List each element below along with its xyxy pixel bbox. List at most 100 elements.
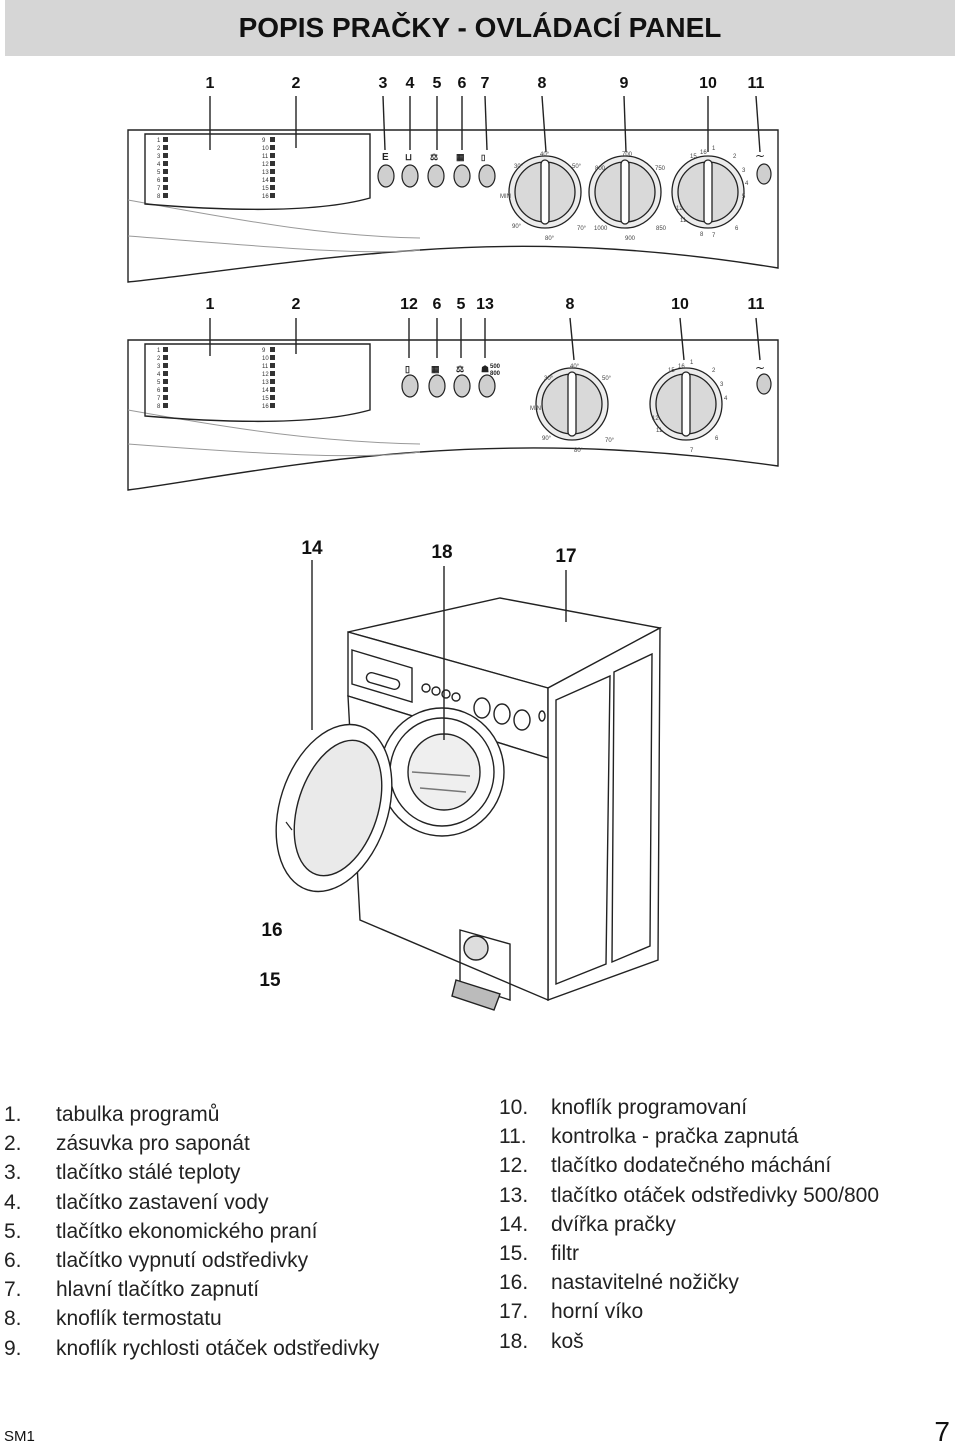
svg-text:▦: ▦ [456,152,465,162]
svg-text:16: 16 [262,194,269,200]
legend-text: hlavní tlačítko zapnutí [56,1278,260,1302]
svg-text:15: 15 [690,154,697,160]
svg-text:1: 1 [157,138,161,144]
svg-text:12: 12 [262,372,269,378]
callout-filter: 15 [259,970,281,991]
spin-off-button[interactable] [428,374,446,398]
svg-text:⚖: ⚖ [430,152,438,162]
legend-item: 10.knoflík programovaní [499,1093,879,1122]
svg-text:6: 6 [157,388,161,394]
legend-text: knoflík rychlosti otáček odstředivky [56,1336,380,1360]
svg-text:7: 7 [690,448,694,454]
filter[interactable] [463,935,489,961]
page-title: POPIS PRAČKY - OVLÁDACÍ PANEL [238,12,722,43]
svg-text:90°: 90° [542,436,552,442]
constant-temp-button[interactable] [377,164,395,188]
svg-text:▯: ▯ [481,153,485,162]
callout-8: 8 [565,296,575,313]
spin-off-button[interactable] [453,164,471,188]
svg-text:900: 900 [625,236,636,242]
svg-text:12: 12 [262,162,269,168]
svg-text:6: 6 [157,178,161,184]
legend-left: 1.tabulka programů 2.zásuvka pro saponát… [4,1100,379,1363]
callout-13: 13 [476,296,494,313]
svg-text:700: 700 [622,152,633,158]
extra-rinse-button[interactable] [401,374,419,398]
detergent-drawer[interactable] [351,649,413,703]
callout-6: 6 [432,296,442,313]
legend-text: tlačítko zastavení vody [56,1190,269,1214]
svg-text:90°: 90° [512,224,522,230]
svg-text:15: 15 [668,368,675,374]
svg-text:4: 4 [157,162,161,168]
spin-speed-button[interactable] [478,374,496,398]
callout-feet: 16 [261,920,283,941]
svg-text:8: 8 [157,194,161,200]
legend-num: 2. [4,1132,22,1156]
svg-text:7: 7 [157,186,161,192]
svg-text:15: 15 [262,396,269,402]
svg-text:8: 8 [700,232,704,238]
filter-cover[interactable] [459,929,511,1001]
svg-text:5: 5 [157,380,161,386]
legend-text: tlačítko vypnutí odstředivky [56,1249,309,1273]
svg-text:14: 14 [262,388,269,394]
svg-text:850: 850 [656,226,667,232]
svg-text:4: 4 [724,396,728,402]
water-stop-button[interactable] [401,164,419,188]
callout-drum: 18 [431,542,453,563]
legend-item: 3. tlačítko stálé teploty [4,1158,379,1187]
svg-text:11: 11 [656,428,663,434]
svg-text:50°: 50° [572,164,582,170]
power-button[interactable] [478,164,496,188]
legend-text: tlačítko dodatečného máchání [551,1154,832,1178]
svg-text:80°: 80° [574,448,584,454]
svg-text:5: 5 [742,194,746,200]
legend-num: 9. [4,1336,22,1360]
svg-text:4: 4 [745,181,749,187]
callout-11: 11 [747,75,765,92]
document-code: SM1 [4,1428,35,1445]
legend-num: 3. [4,1161,22,1185]
legend-item: 16.nastavitelné nožičky [499,1268,879,1297]
svg-text:14: 14 [262,178,269,184]
control-panel-1-outline [127,129,779,283]
svg-text:MIN: MIN [500,194,511,200]
legend-text: knoflík termostatu [56,1307,222,1331]
svg-text:E: E [382,152,389,163]
svg-text:2: 2 [157,356,161,362]
svg-text:1: 1 [157,348,161,354]
legend-num: 18. [499,1329,529,1353]
page-number: 7 [934,1416,950,1447]
power-lamp [756,163,772,185]
legend-num: 5. [4,1219,22,1243]
eco-button[interactable] [453,374,471,398]
legend-item: 7.hlavní tlačítko zapnutí [4,1275,379,1304]
svg-text:9: 9 [262,348,266,354]
svg-text:16: 16 [678,364,685,370]
callout-1: 1 [205,75,215,92]
svg-text:~: ~ [755,149,765,163]
svg-text:▦: ▦ [431,364,440,374]
eco-button[interactable] [427,164,445,188]
legend-item: 13.tlačítko otáček odstředivky 500/800 [499,1181,879,1210]
svg-text:800: 800 [595,166,606,172]
svg-text:16: 16 [700,150,707,156]
legend-item: 17.horní víko [499,1297,879,1326]
legend-right: 10.knoflík programovaní 11.kontrolka - p… [499,1093,879,1356]
legend-text: koš [551,1329,584,1353]
svg-text:40°: 40° [540,152,550,158]
svg-text:1000: 1000 [594,226,608,232]
callout-6: 6 [457,75,467,92]
svg-text:8: 8 [157,404,161,410]
legend-text: tlačítko stálé teploty [56,1161,241,1185]
svg-text:3: 3 [157,364,161,370]
callout-5: 5 [432,75,442,92]
svg-text:11: 11 [262,364,269,370]
legend-text: zásuvka pro saponát [56,1132,250,1156]
svg-text:⚖: ⚖ [456,364,464,374]
legend-item: 14.dvířka pračky [499,1210,879,1239]
svg-text:500: 500 [490,364,501,370]
legend-num: 16. [499,1271,529,1295]
svg-text:2: 2 [733,154,737,160]
